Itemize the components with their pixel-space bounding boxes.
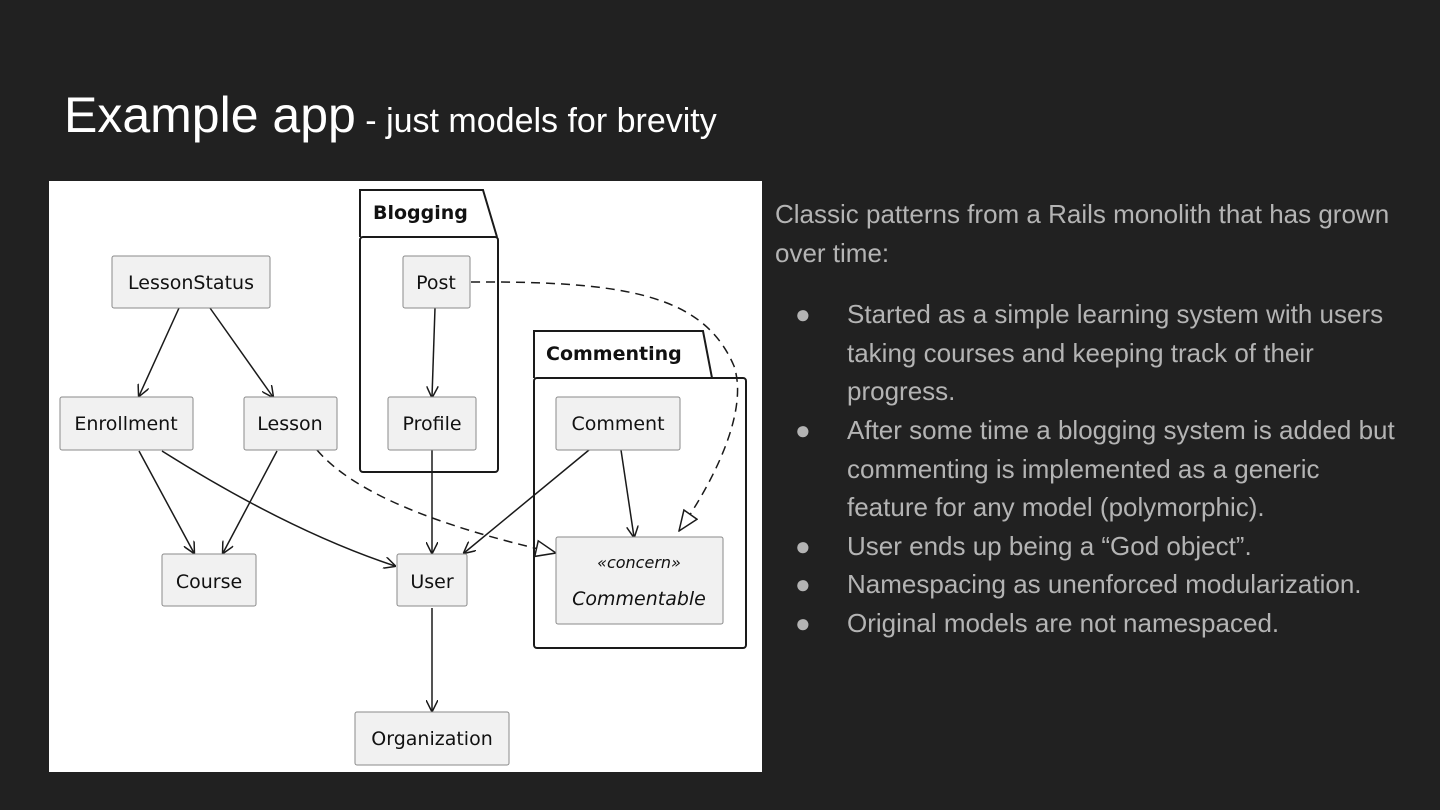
edge-post-commentable	[470, 281, 739, 531]
node-course: Course	[161, 553, 257, 607]
package-commenting: Commenting	[533, 330, 747, 649]
bullet-item-4: ● Namespacing as unenforced modularizatio…	[775, 565, 1395, 604]
package-commenting-label: Commenting	[546, 343, 682, 365]
node-enrollment: Enrollment	[59, 396, 194, 451]
svg-text:User: User	[410, 571, 453, 593]
edge-comment-user	[464, 449, 590, 553]
node-profile: Profile	[387, 396, 477, 451]
node-commentable: «concern» Commentable	[555, 536, 724, 625]
bullet-item-2: ● After some time a blogging system is ad…	[775, 411, 1395, 527]
slide-title-main: Example app	[64, 87, 356, 143]
bullet-item-1: ● Started as a simple learning system wit…	[775, 295, 1395, 411]
description-intro: Classic patterns from a Rails monolith t…	[775, 199, 1390, 268]
slide-title: Example app - just models for brevity	[64, 86, 717, 144]
node-lesson: Lesson	[243, 396, 338, 451]
bullet-dot-icon: ●	[795, 530, 811, 561]
svg-text:Post: Post	[416, 272, 456, 294]
class-diagram: Blogging Commenting LessonStatus Enrollm…	[49, 181, 762, 772]
commentable-name: Commentable	[572, 588, 706, 610]
edge-post-profile	[432, 307, 435, 397]
svg-text:Comment: Comment	[571, 413, 664, 435]
svg-text:Lesson: Lesson	[257, 413, 322, 435]
package-blogging: Blogging	[359, 189, 499, 473]
edge-lessonstatus-enrollment	[139, 307, 180, 396]
node-organization: Organization	[354, 711, 510, 766]
description-panel: Classic patterns from a Rails monolith t…	[775, 195, 1395, 643]
edge-lesson-course	[223, 450, 278, 553]
node-lessonstatus: LessonStatus	[111, 255, 271, 309]
bullet-item-3: ● User ends up being a “God object”.	[775, 527, 1395, 566]
edge-enrollment-user	[161, 450, 395, 566]
bullet-dot-icon: ●	[795, 607, 811, 638]
bullet-text: Original models are not namespaced.	[847, 607, 1280, 638]
svg-text:Enrollment: Enrollment	[74, 413, 177, 435]
bullet-text: Started as a simple learning system with…	[847, 299, 1384, 407]
edge-lessonstatus-lesson	[209, 307, 273, 397]
bullet-dot-icon: ●	[795, 569, 811, 600]
svg-text:LessonStatus: LessonStatus	[128, 272, 254, 294]
edge-enrollment-course	[138, 450, 194, 553]
package-blogging-label: Blogging	[373, 202, 468, 224]
bullet-dot-icon: ●	[795, 299, 811, 330]
bullet-item-5: ● Original models are not namespaced.	[775, 604, 1395, 643]
edge-comment-commentable	[620, 449, 634, 537]
slide-title-subtitle: - just models for brevity	[355, 102, 717, 140]
svg-text:Course: Course	[176, 571, 242, 593]
svg-text:Profile: Profile	[402, 413, 461, 435]
commentable-stereotype: «concern»	[597, 553, 681, 572]
bullet-text: Namespacing as unenforced modularization…	[847, 569, 1362, 600]
edge-lesson-commentable	[316, 449, 556, 553]
node-user: User	[396, 553, 468, 607]
bullet-list: ● Started as a simple learning system wit…	[775, 295, 1395, 642]
node-post: Post	[402, 255, 471, 309]
bullet-dot-icon: ●	[795, 414, 811, 445]
node-comment: Comment	[555, 396, 681, 451]
bullet-text: After some time a blogging system is add…	[847, 414, 1395, 523]
svg-text:Organization: Organization	[371, 728, 492, 750]
bullet-text: User ends up being a “God object”.	[847, 530, 1252, 561]
class-diagram-svg: Blogging Commenting LessonStatus Enrollm…	[59, 189, 747, 766]
